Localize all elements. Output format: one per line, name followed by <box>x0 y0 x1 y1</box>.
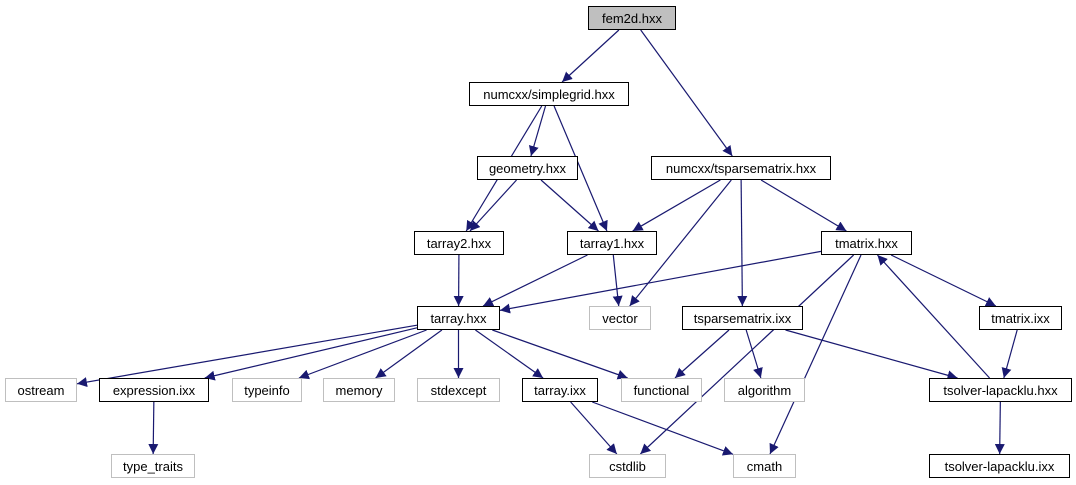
node-memory[interactable]: memory <box>323 378 395 402</box>
node-tarray-hxx[interactable]: tarray.hxx <box>417 306 500 330</box>
edge-tarray_hxx-to-memory <box>375 329 443 379</box>
node-type-traits[interactable]: type_traits <box>111 454 195 478</box>
node-fem2d-hxx[interactable]: fem2d.hxx <box>588 6 676 30</box>
node-tarray1-hxx[interactable]: tarray1.hxx <box>567 231 657 255</box>
edge-tmatrix_ixx-to-lapacklu_hxx <box>1001 329 1018 379</box>
node-cmath[interactable]: cmath <box>733 454 796 478</box>
edge-tarray_ixx-to-cstdlib <box>570 401 618 455</box>
edge-tarray1-to-vector <box>612 254 623 307</box>
node-cstdlib[interactable]: cstdlib <box>589 454 666 478</box>
edge-tarray_ixx-to-cmath <box>592 401 734 456</box>
node-tsolver-lapacklu-hxx[interactable]: tsolver-lapacklu.hxx <box>929 378 1072 402</box>
node-tmatrix-hxx[interactable]: tmatrix.hxx <box>821 231 912 255</box>
node-tarray-ixx[interactable]: tarray.ixx <box>522 378 598 402</box>
edge-tarray_hxx-to-typeinfo <box>298 329 427 380</box>
node-tsparsematrix-hxx[interactable]: numcxx/tsparsematrix.hxx <box>651 156 831 180</box>
edge-simplegrid-to-tarray1 <box>553 105 608 232</box>
edge-expression-to-type_traits <box>148 401 159 455</box>
edge-geometry-to-tarray1 <box>540 179 599 232</box>
node-geometry-hxx[interactable]: geometry.hxx <box>477 156 578 180</box>
edge-tarray_hxx-to-tarray_ixx <box>475 329 544 379</box>
node-algorithm[interactable]: algorithm <box>724 378 805 402</box>
edge-fem2d-to-simplegrid <box>561 29 620 83</box>
edge-tmatrix_hxx-to-tarray_hxx <box>499 250 822 314</box>
edge-tmatrix_hxx-to-cmath <box>769 254 862 455</box>
edge-geometry-to-tarray2 <box>469 179 517 232</box>
edge-tarray_hxx-to-expression <box>204 327 418 381</box>
edge-tsparsematrix_ixx-to-functional <box>674 329 730 379</box>
node-vector[interactable]: vector <box>589 306 651 330</box>
node-expression-ixx[interactable]: expression.ixx <box>99 378 209 402</box>
edge-lapacklu_hxx-to-tmatrix_hxx <box>876 254 991 379</box>
node-tmatrix-ixx[interactable]: tmatrix.ixx <box>979 306 1062 330</box>
edge-tarray_hxx-to-ostream <box>76 324 418 388</box>
node-typeinfo[interactable]: typeinfo <box>232 378 302 402</box>
edge-lapacklu_hxx-to-lapacklu_ixx <box>994 401 1005 455</box>
edge-tsparsematrix_hxx-to-vector <box>629 179 732 307</box>
node-functional[interactable]: functional <box>621 378 702 402</box>
node-simplegrid-hxx[interactable]: numcxx/simplegrid.hxx <box>469 82 629 106</box>
edge-tsparsematrix_ixx-to-lapacklu_hxx <box>785 329 958 381</box>
edge-tsparsematrix_hxx-to-tarray1 <box>632 179 721 232</box>
edge-tsparsematrix_hxx-to-tmatrix_hxx <box>760 179 847 232</box>
node-tsparsematrix-ixx[interactable]: tsparsematrix.ixx <box>682 306 803 330</box>
edge-tmatrix_hxx-to-cstdlib <box>639 254 855 455</box>
edge-tarray1-to-tarray_hxx <box>482 254 588 307</box>
node-tsolver-lapacklu-ixx[interactable]: tsolver-lapacklu.ixx <box>929 454 1070 478</box>
node-tarray2-hxx[interactable]: tarray2.hxx <box>414 231 504 255</box>
edge-simplegrid-to-geometry <box>528 105 547 157</box>
edge-tarray_hxx-to-functional <box>492 329 628 380</box>
node-ostream[interactable]: ostream <box>5 378 77 402</box>
node-stdexcept[interactable]: stdexcept <box>417 378 500 402</box>
edge-tmatrix_hxx-to-tmatrix_ixx <box>890 254 997 307</box>
edge-fem2d-to-tsparsematrix_hxx <box>640 29 733 157</box>
edge-tsparsematrix_hxx-to-tsparsematrix_ixx <box>737 179 748 307</box>
edge-tsparsematrix_ixx-to-algorithm <box>745 329 763 379</box>
